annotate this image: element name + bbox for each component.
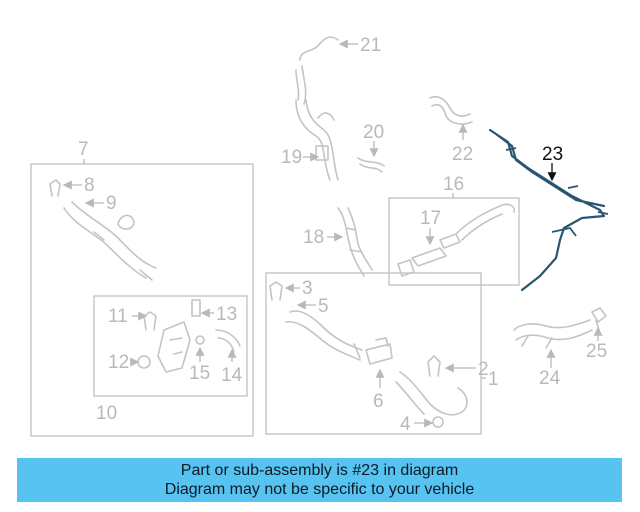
clamp-2 [427,355,441,377]
callout-11: 11 [108,306,128,327]
group-box-1 [265,272,482,435]
part-23-bracket [505,147,609,237]
info-banner: Part or sub-assembly is #23 in diagram D… [17,458,622,502]
hose-14 [215,329,241,353]
callout-20: 20 [363,122,384,143]
clamp-9 [117,214,135,230]
hose-20 [357,157,385,173]
clip-15 [195,335,205,345]
hose-22 [429,95,473,125]
group-box-7 [30,163,254,437]
housing-10 [157,321,191,373]
callout-23: 23 [542,144,563,165]
callout-14: 14 [221,365,243,386]
banner-line-part: Part or sub-assembly is #23 in diagram [180,462,459,479]
pipe-24 [513,319,593,349]
sensor-13 [191,299,201,317]
cap-25 [591,307,607,335]
valve-17 [397,233,461,277]
callout-19: 19 [281,147,302,168]
callout-13: 13 [216,304,237,325]
group-box-16 [388,197,520,286]
clamp-11 [143,311,157,331]
hose-5 [285,310,363,361]
callout-6: 6 [373,391,384,412]
callout-25: 25 [586,341,607,362]
callout-3: 3 [302,278,313,299]
banner-line-disclaimer: Diagram may not be specific to your vehi… [164,481,475,498]
hose-19 [295,99,339,181]
callout-10: 10 [96,403,117,424]
callout-2: 2 [478,359,489,380]
outlet-1 [395,371,468,416]
connector-6 [365,337,393,365]
callout-5: 5 [318,296,329,317]
clamp-3 [269,281,283,301]
oring-12 [137,355,151,369]
callout-17: 17 [420,208,441,229]
hose-7 [63,201,157,281]
callout-9: 9 [106,193,117,214]
parts-diagram: 21 20 22 23 19 16 17 18 7 8 9 3 5 11 13 … [30,35,609,437]
clamp-8 [49,179,61,197]
callout-12: 12 [108,352,129,373]
callout-24: 24 [539,368,561,389]
callout-22: 22 [452,144,473,165]
callout-4: 4 [400,414,411,435]
callout-8: 8 [84,175,95,196]
callout-18: 18 [303,227,324,248]
group-box-10 [93,295,248,397]
clamp-19 [315,145,329,161]
oring-4 [432,416,444,428]
callout-1: 1 [488,369,499,390]
callout-15: 15 [189,363,210,384]
callout-16: 16 [443,174,464,195]
hose-16 [455,203,516,241]
callout-21: 21 [360,35,381,56]
hose-21 [295,36,339,105]
callout-7: 7 [78,139,89,160]
hose-18 [337,207,373,277]
